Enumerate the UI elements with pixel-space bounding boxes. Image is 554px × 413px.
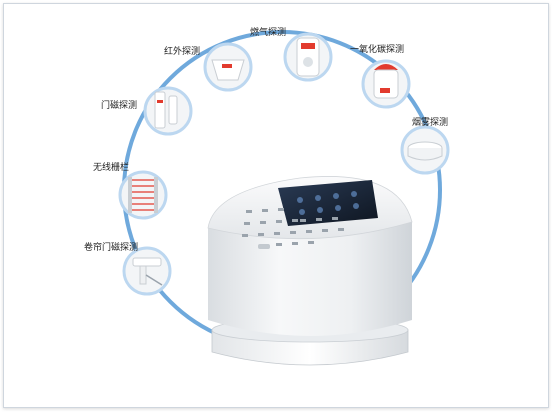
sensor-label-infrared: 红外探测 bbox=[164, 47, 201, 57]
infrared-barrier-icon bbox=[118, 170, 168, 220]
co-detector-icon bbox=[361, 59, 411, 109]
sensor-label-co: 一氧化碳探测 bbox=[350, 45, 405, 55]
sensor-label-smoke: 烟雾探测 bbox=[412, 118, 449, 128]
door-sensor-icon bbox=[143, 86, 193, 136]
device-keypad bbox=[242, 208, 344, 249]
alarm-host-device bbox=[207, 176, 413, 366]
sensor-label-gas: 燃气探测 bbox=[250, 28, 287, 38]
sensor-label-barrier: 无线栅栏 bbox=[93, 163, 130, 173]
smoke-detector-icon bbox=[400, 125, 450, 175]
gas-detector-icon bbox=[283, 32, 333, 82]
pir-sensor-icon bbox=[203, 42, 253, 92]
rolling-door-sensor-icon bbox=[122, 246, 172, 296]
sensor-label-rolling: 卷帘门磁探测 bbox=[84, 243, 139, 253]
sensor-label-door: 门磁探测 bbox=[101, 101, 138, 111]
